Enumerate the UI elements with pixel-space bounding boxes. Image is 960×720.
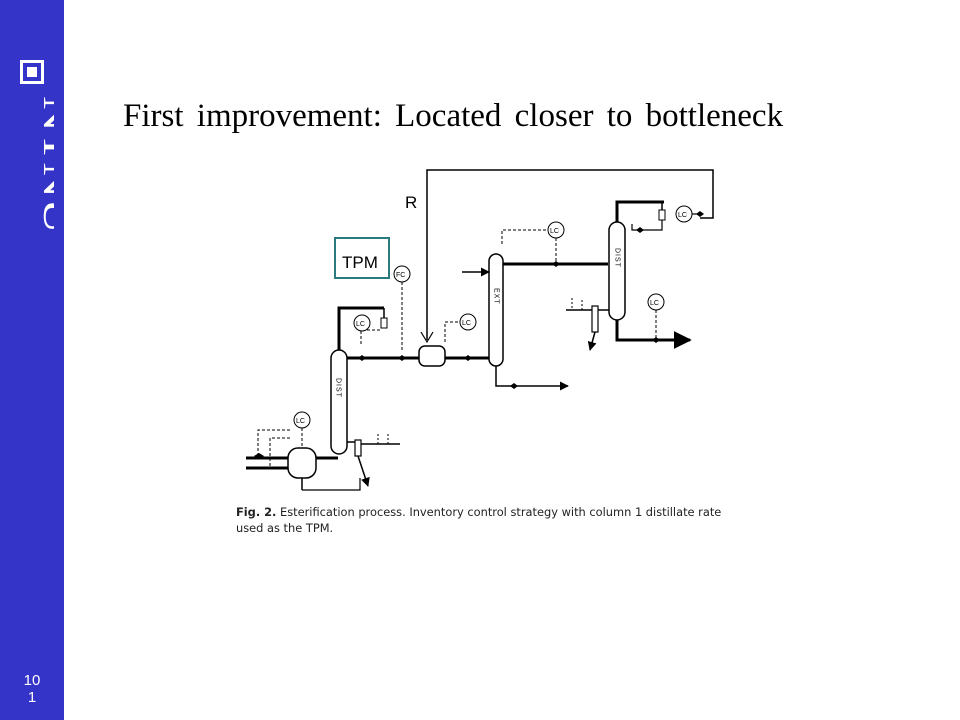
dist-column-1-label: DIST: [335, 378, 342, 398]
recycle-label: R: [405, 193, 417, 212]
lc-ext-label: LC: [550, 228, 559, 235]
ntnu-logo-text: NTNU: [36, 96, 54, 234]
tpm-box: [334, 237, 390, 279]
dist-column-1: [330, 349, 348, 455]
ext-piping: [462, 229, 608, 391]
fc-controller: [393, 265, 411, 283]
logo-text: NTNU: [36, 96, 54, 234]
page-title: First improvement: Located closer to bot…: [123, 98, 784, 134]
figure-caption: Fig. 2. Esterification process. Inventor…: [236, 504, 736, 536]
lc-drum: [459, 313, 477, 331]
feed-reactor: [246, 428, 361, 491]
dist-column-2-label: DIST: [614, 248, 621, 268]
dist-1-piping: [337, 306, 420, 487]
ext-column: [488, 253, 504, 367]
process-diagram: R TPM LC DIST LC FC LC: [246, 169, 714, 491]
decanter-drum: [418, 345, 446, 367]
lc-reactor: [293, 411, 311, 429]
sidebar: NTNU 10 1: [0, 0, 64, 720]
dist-2-piping: [566, 200, 700, 351]
lc-dist-2-bottom: [647, 293, 665, 311]
slide-number-bottom: 1: [27, 689, 37, 706]
lc-dist-2-bottom-label: LC: [650, 300, 659, 307]
slide-number-top: 10: [23, 672, 41, 689]
lc-ext: [547, 221, 565, 239]
valves: [254, 211, 704, 459]
lc-drum-label: LC: [462, 320, 471, 327]
caption-prefix: Fig. 2.: [236, 505, 277, 519]
ext-column-label: EXT: [493, 288, 500, 305]
fc-label: FC: [396, 272, 405, 279]
lc-dist-1-label: LC: [356, 321, 365, 328]
lc-dist-2-top: [675, 205, 693, 223]
lc-reactor-label: LC: [296, 418, 305, 425]
ntnu-logo-icon: [20, 60, 44, 84]
lc-dist-1: [353, 314, 371, 332]
tpm-label: TPM: [342, 253, 378, 272]
slide-number: 10 1: [0, 672, 64, 706]
dist-column-2: [608, 221, 626, 321]
caption-text: Esterification process. Inventory contro…: [236, 505, 722, 535]
recycle-line: [420, 169, 714, 344]
lc-dist-2-top-label: LC: [678, 212, 687, 219]
